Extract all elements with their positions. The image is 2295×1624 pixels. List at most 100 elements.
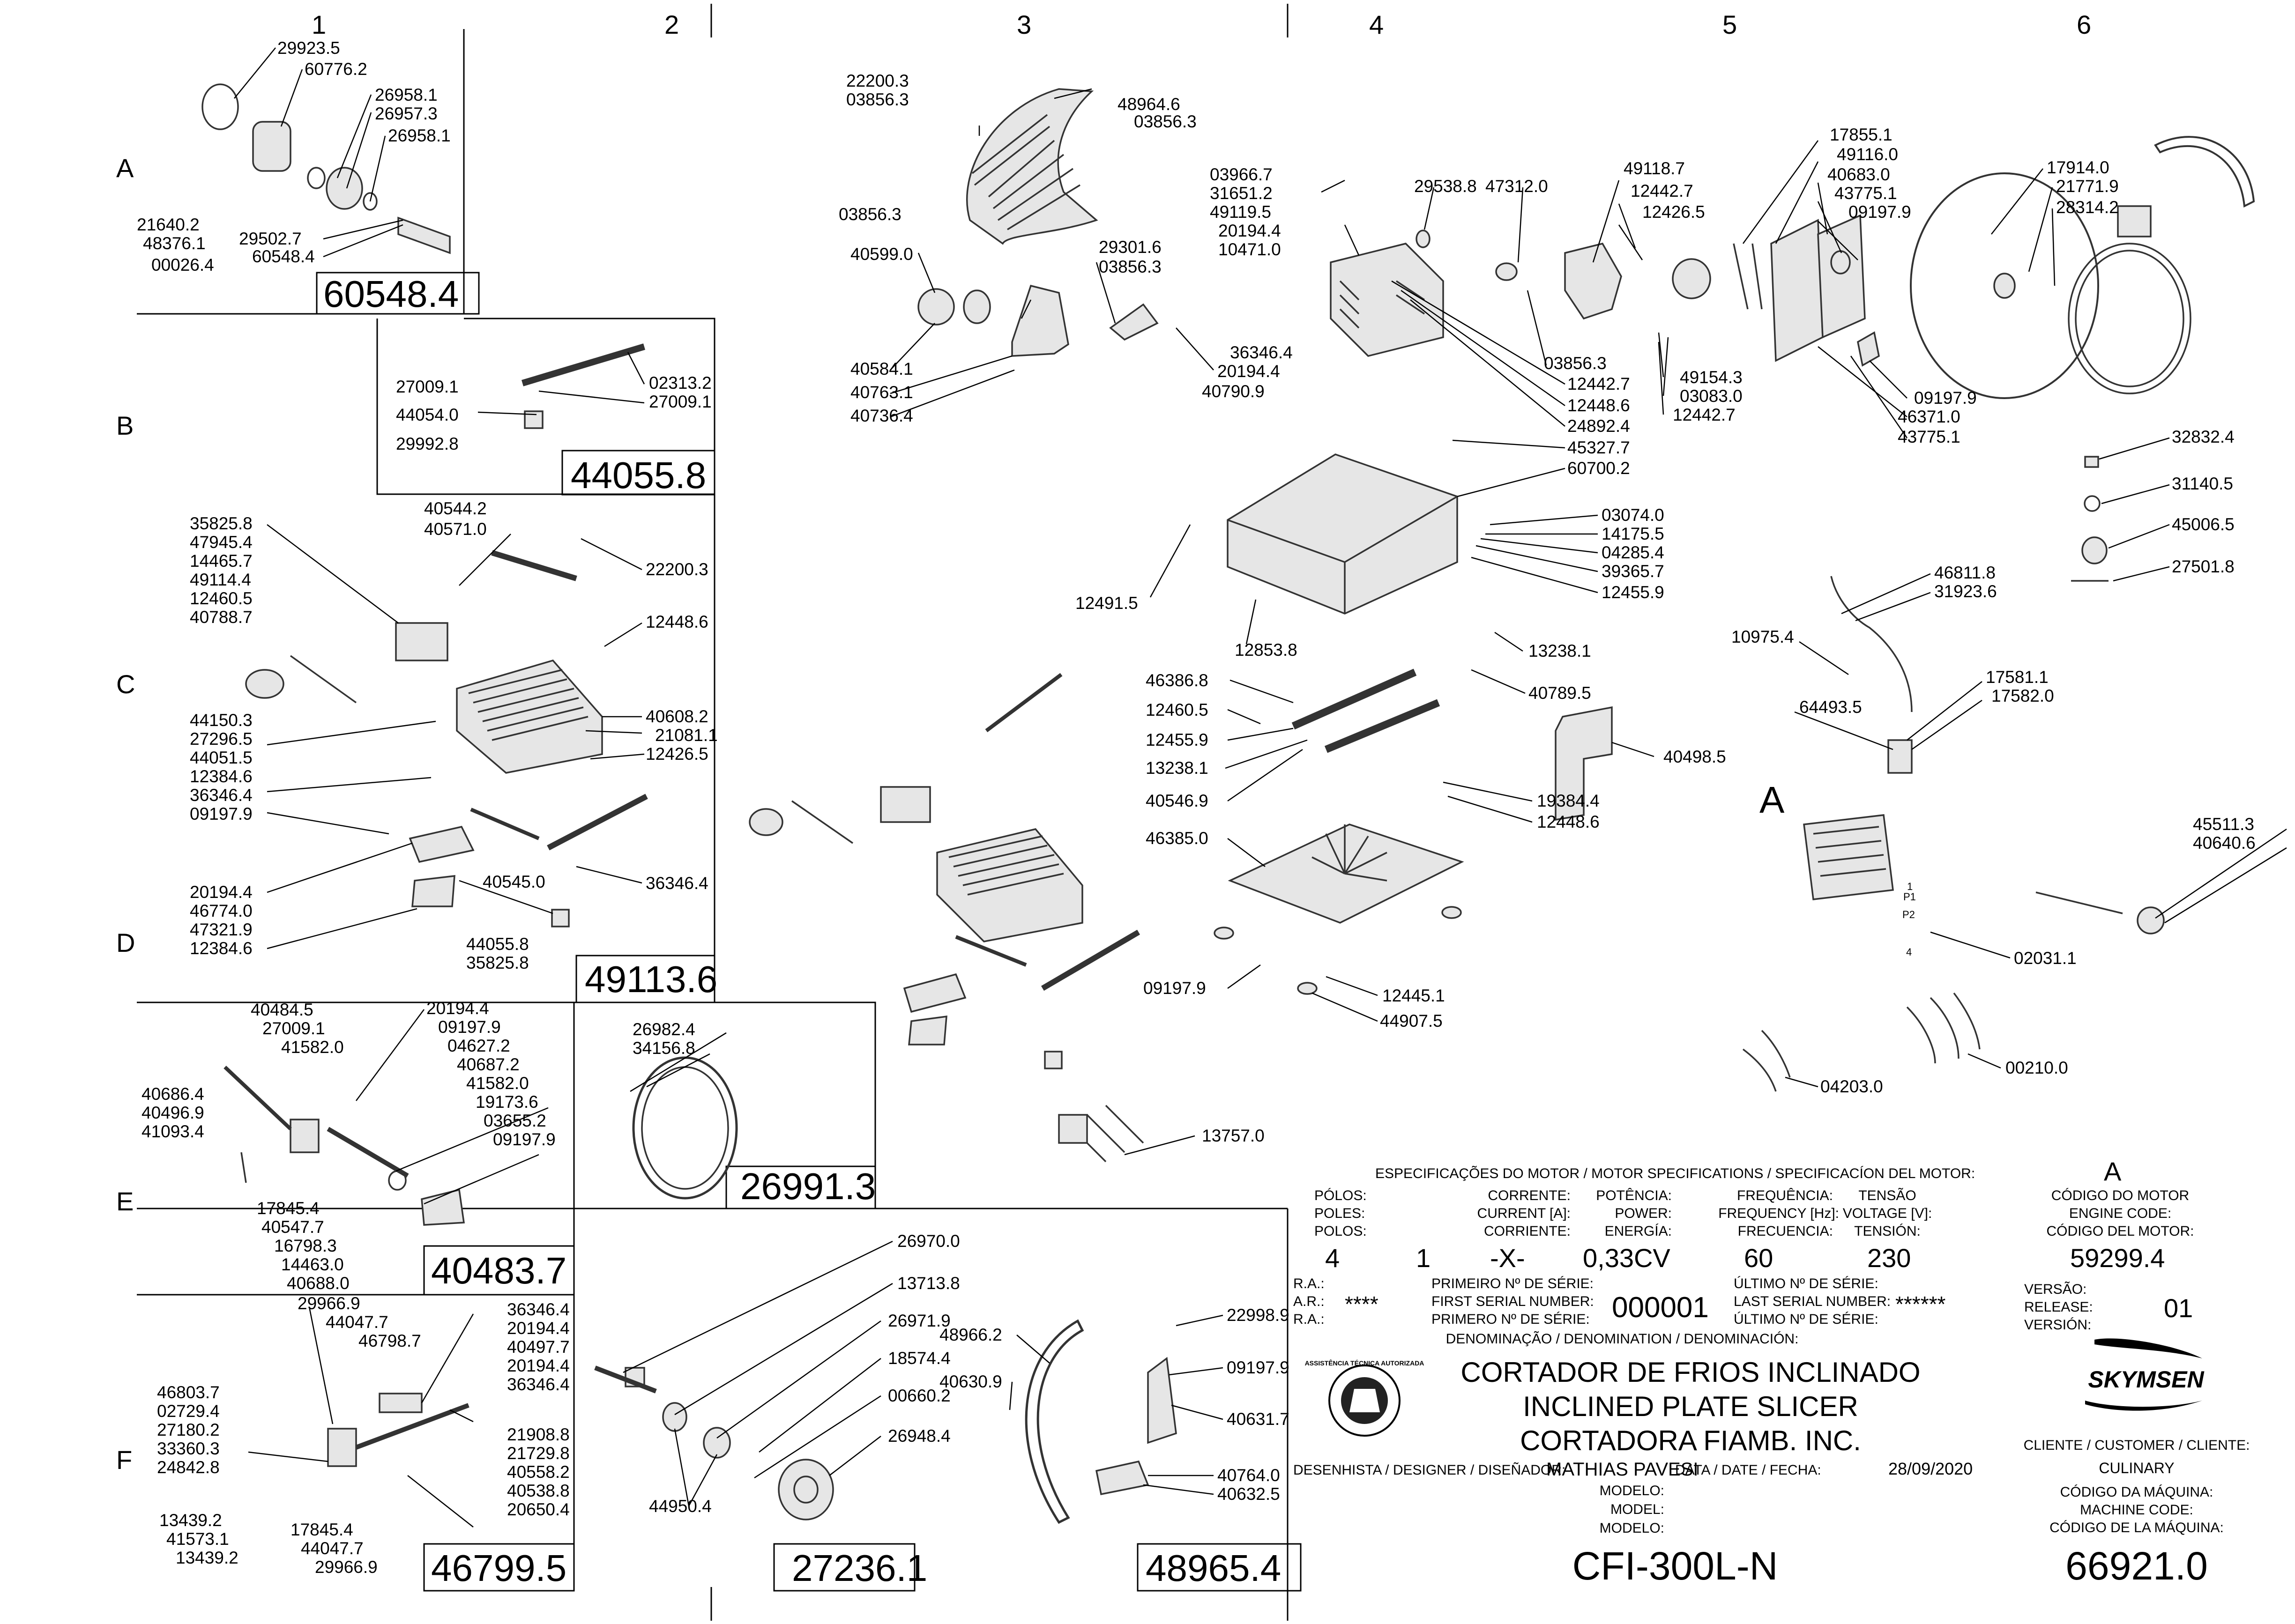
denomination-label: DENOMINAÇÃO / DENOMINATION / DENOMINACIÓ…	[1446, 1331, 1799, 1347]
assembly-numbers: 60548.4 44055.8 49113.6 26991.3 40483.7 …	[323, 273, 1785, 1589]
part-label: 14463.0	[281, 1255, 344, 1274]
part-label: 36346.4	[1230, 343, 1293, 362]
value-current-a: 1	[1416, 1243, 1431, 1273]
part-label: 02031.1	[2014, 949, 2077, 968]
part-label: 24842.8	[157, 1458, 220, 1477]
part-label: 47321.9	[190, 920, 253, 939]
part-label: 40608.2	[646, 707, 708, 726]
part-label: 40683.0	[1827, 165, 1890, 184]
part-label: 02729.4	[157, 1402, 220, 1421]
grid-row-f: F	[116, 1445, 132, 1475]
value-current-b: -X-	[1490, 1243, 1525, 1273]
part-label: 27009.1	[396, 377, 459, 396]
version-label: VERSÃO:	[2024, 1281, 2086, 1297]
value-frequency: 60	[1744, 1243, 1773, 1273]
part-label: 04627.2	[447, 1036, 510, 1055]
ra-value: ****	[1345, 1292, 1378, 1316]
part-label: 12448.6	[1567, 396, 1630, 415]
part-label: 29502.7	[239, 229, 302, 248]
last-serial-value: ******	[1895, 1292, 1946, 1316]
part-label: 29301.6	[1099, 237, 1162, 257]
last-serial-label: LAST SERIAL NUMBER:	[1734, 1294, 1891, 1309]
part-label: 17845.4	[257, 1199, 320, 1218]
version-label: VERSIÓN:	[2024, 1317, 2091, 1333]
part-label: 14175.5	[1602, 524, 1664, 543]
part-label: 40687.2	[457, 1055, 520, 1074]
part-label: 40498.5	[1663, 747, 1726, 766]
part-label: 27501.8	[2172, 557, 2235, 576]
part-label: 40584.1	[850, 359, 913, 378]
model-value: CFI-300L-N	[1572, 1544, 1778, 1588]
part-label: 41093.4	[142, 1122, 204, 1141]
assembly-26991-3: 26991.3	[740, 1165, 876, 1207]
part-label: 40686.4	[142, 1084, 204, 1104]
motor-spec-title: ESPECIFICAÇÕES DO MOTOR / MOTOR SPECIFIC…	[1375, 1165, 1975, 1181]
part-label: 29923.5	[277, 38, 340, 58]
grid-row-e: E	[116, 1186, 134, 1216]
part-label: 35825.8	[466, 953, 529, 972]
part-label: 13439.2	[159, 1511, 222, 1530]
part-label: 20194.4	[1218, 221, 1281, 240]
header-current: CORRENTE:	[1488, 1188, 1571, 1203]
part-label: 09197.9	[190, 804, 253, 823]
part-label: 27180.2	[157, 1420, 220, 1439]
value-poles: 4	[1325, 1243, 1340, 1273]
part-label: 45511.3	[2193, 815, 2254, 834]
part-label: 39365.7	[1602, 562, 1664, 581]
part-label: 03083.0	[1680, 386, 1743, 406]
part-label: 49118.7	[1624, 159, 1685, 178]
part-label: 28314.2	[2056, 198, 2119, 217]
first-serial-label: FIRST SERIAL NUMBER:	[1431, 1294, 1594, 1309]
part-label: 24892.4	[1567, 416, 1630, 436]
part-label: 32832.4	[2172, 427, 2235, 446]
part-label: 13713.8	[897, 1274, 960, 1293]
part-label: 17914.0	[2047, 158, 2109, 177]
part-label: 13439.2	[176, 1548, 238, 1567]
motor-terminal: 4	[1906, 946, 1912, 958]
part-label: 40631.7	[1227, 1409, 1289, 1429]
denomination-es: CORTADORA FIAMB. INC.	[1520, 1425, 1861, 1456]
motor-terminal: P1	[1903, 891, 1916, 903]
part-label: 12384.6	[190, 939, 253, 958]
part-label: 12455.9	[1146, 730, 1208, 749]
value-motor-code: 59299.4	[2070, 1243, 2165, 1273]
part-label: 47945.4	[190, 533, 253, 552]
header-current: CURRENT [A]:	[1477, 1206, 1571, 1221]
part-label: 12460.5	[190, 589, 253, 608]
part-label: 40497.7	[507, 1337, 570, 1357]
part-label: 36346.4	[646, 874, 708, 893]
part-label: 36346.4	[507, 1300, 570, 1319]
assembly-49113-6: 49113.6	[585, 958, 717, 1000]
first-serial-label: PRIMEIRO Nº DE SÉRIE:	[1431, 1276, 1594, 1291]
date-value: 28/09/2020	[1888, 1459, 1973, 1478]
part-label: 03856.3	[1544, 354, 1607, 373]
part-label: 29966.9	[315, 1557, 378, 1577]
header-poles: POLOS:	[1314, 1224, 1367, 1239]
last-serial-label: ÚLTIMO Nº DE SÉRIE:	[1734, 1312, 1878, 1327]
assembly-40483-7: 40483.7	[431, 1250, 566, 1291]
part-label: 41573.1	[166, 1529, 229, 1549]
brand-logo: SKYMSEN	[2085, 1338, 2205, 1411]
part-label: 21908.8	[507, 1425, 570, 1444]
part-label: 04203.0	[1820, 1077, 1883, 1096]
part-label: 31651.2	[1210, 184, 1273, 203]
header-frequency: FRECUENCIA:	[1738, 1224, 1833, 1239]
value-power: 0,33CV	[1583, 1243, 1670, 1273]
part-label: 44950.4	[649, 1497, 712, 1516]
motor-terminal: P2	[1902, 909, 1915, 920]
part-label: 09197.9	[1848, 202, 1911, 222]
ra-label: A.R.:	[1293, 1294, 1325, 1309]
part-label: 41582.0	[466, 1074, 529, 1093]
header-motor-code: ENGINE CODE:	[2069, 1206, 2171, 1221]
part-label: 26958.1	[388, 126, 451, 145]
part-label: 12448.6	[1537, 812, 1600, 831]
ra-label: R.A.:	[1293, 1276, 1325, 1291]
first-serial-label: PRIMERO Nº DE SÉRIE:	[1431, 1312, 1590, 1327]
part-label: 27009.1	[262, 1019, 325, 1038]
part-label: 40788.7	[190, 608, 253, 627]
part-label: 00660.2	[888, 1386, 951, 1405]
part-label: 20194.4	[190, 882, 253, 902]
part-label: 12384.6	[190, 767, 253, 786]
part-label: 46386.8	[1146, 671, 1208, 690]
part-label: 46811.8	[1934, 563, 1996, 582]
